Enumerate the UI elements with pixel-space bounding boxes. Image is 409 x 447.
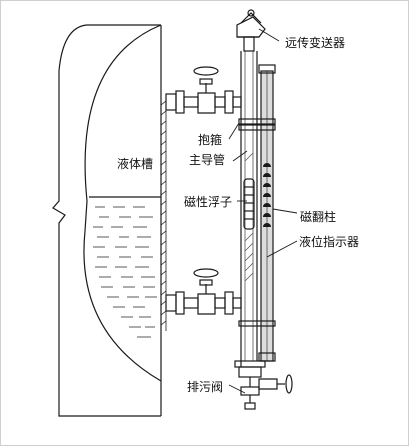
transmitter-label: 远传变送器 [285,36,346,50]
bottom-flange-drain [234,360,293,410]
indicator-label: 液位指示器 [299,235,360,249]
lower-connection-valve [165,268,242,315]
upper-connection-valve [165,66,242,114]
flip-indicator-marks [263,163,271,227]
tank-vessel [52,24,167,417]
leader-lines [228,28,298,394]
liquid-fill [93,206,157,338]
remote-transmitter [236,9,266,52]
magnetic-float [243,178,255,230]
main-tube [240,51,258,361]
tank-label: 液体槽 [117,157,154,171]
float-label: 磁性浮子 [184,195,233,209]
tank-wall-hatch [160,100,167,326]
main-tube-label: 主导管 [189,153,226,167]
flip-column-label: 磁翻柱 [300,210,337,224]
hoop-clamps [238,118,276,327]
chamber-liquid-hatch [244,152,254,282]
hoop-label: 抱箍 [198,133,223,147]
drain-valve-label: 排污阀 [187,380,224,394]
